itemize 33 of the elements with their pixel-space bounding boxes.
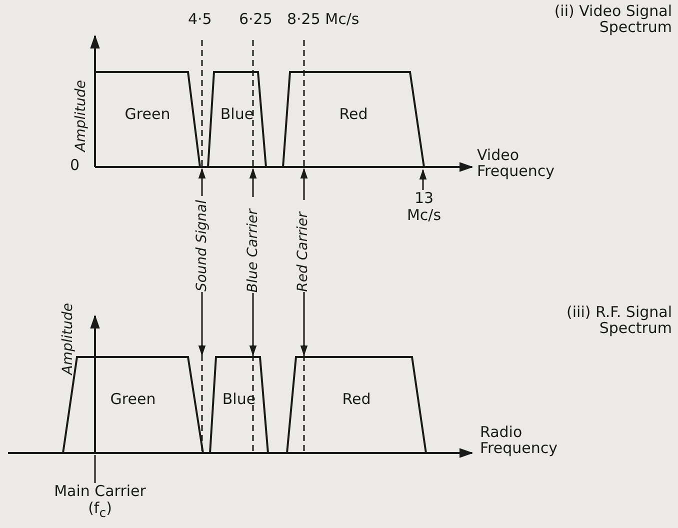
frequency-label: 13 Mc/s [406, 190, 442, 223]
spectrum-band [283, 72, 424, 167]
leader-arrow [249, 293, 257, 356]
leader-arrow [198, 292, 206, 356]
marker-label: Blue Carrier [245, 209, 261, 293]
band-label: Blue [220, 104, 254, 123]
spectrum-band [208, 72, 266, 167]
frequency-label: Main Carrier (f$_{c}$) [53, 483, 147, 520]
axis-origin: 0 [70, 158, 80, 174]
leader-line [94, 455, 96, 483]
frequency-value: 4·5 [188, 12, 212, 28]
marker-label: Red Carrier [295, 212, 311, 292]
frequency-value: 8·25 Mc/s [287, 12, 360, 28]
band-label: Green [124, 104, 170, 123]
band-label: Blue [222, 390, 256, 408]
leader-arrow [419, 168, 427, 190]
band-label: Green [110, 390, 156, 408]
marker-label: Sound Signal [194, 200, 210, 292]
spectrum-band [95, 72, 200, 167]
band-label: Red [339, 104, 368, 123]
leader-arrow [198, 168, 206, 196]
axis-label: Video Frequency [477, 148, 556, 180]
leader-arrow [300, 292, 308, 356]
spectrum-band [287, 357, 426, 453]
frequency-value: 6·25 [239, 12, 272, 28]
chart-title: (ii) Video Signal Spectrum [553, 4, 672, 36]
band-label: Red [342, 390, 371, 408]
axis-label: Radio Frequency [480, 425, 558, 456]
chart-title: (iii) R.F. Signal Spectrum [566, 305, 672, 336]
spectrum-band [210, 357, 268, 453]
leader-arrow [300, 168, 308, 200]
leader-arrow [249, 168, 257, 197]
axis-label: Amplitude [60, 303, 76, 375]
